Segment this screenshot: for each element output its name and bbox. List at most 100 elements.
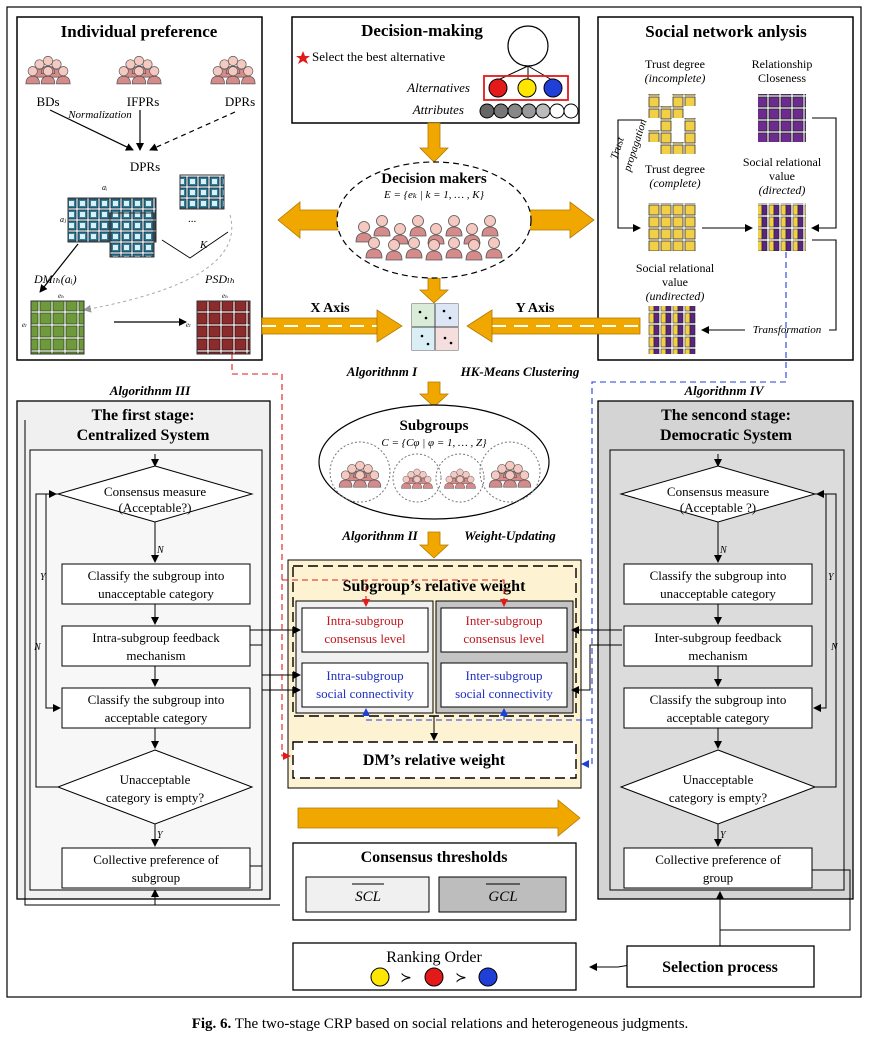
stage2-panel: The sencond stage: Democratic System Con… (597, 400, 854, 900)
trust-incomplete-matrix (648, 94, 696, 154)
stage2-classify-unacc-1: Classify the subgroup into (650, 568, 787, 583)
rank-yellow-circle (370, 967, 390, 987)
gcl-label: GCL (488, 889, 517, 905)
caption-text: The two-stage CRP based on social relati… (234, 1016, 689, 1032)
x-axis-arrow: X Axis (261, 301, 403, 343)
decision-makers-title: Decision makers (381, 171, 487, 187)
decision-makers-formula: E = {eₖ | k = 1, … , K} (383, 189, 485, 201)
dm-matrix (30, 300, 85, 355)
stage1-panel: The first stage: Centralized System Cons… (16, 400, 271, 900)
stage2-y-loop-label: Y (828, 572, 835, 583)
stage1-y-label: Y (157, 830, 164, 841)
stage1-n-label: N (156, 545, 165, 556)
stage-connectors (24, 420, 851, 971)
individual-title: Individual preference (61, 22, 218, 41)
srv-directed-matrix (758, 203, 806, 251)
stage1-classify-unacc-2: unacceptable category (98, 586, 214, 601)
algorithm1-name: Algorithnm I (346, 364, 418, 379)
stage2-classify-acc-2: acceptable category (667, 710, 770, 725)
intra-consensus-1: Intra-subgroup (326, 613, 403, 628)
decision-makers-ellipse: Decision makers E = {eₖ | k = 1, … , K} (336, 161, 532, 279)
alternatives-label: Alternatives (406, 80, 470, 95)
arrow-down-decision (419, 122, 449, 163)
rel-closeness-label: Relationship (752, 57, 813, 71)
clustering-plot-icon (411, 303, 459, 351)
rank-red-circle (424, 967, 444, 987)
arrow-right-dm (529, 201, 595, 239)
dm-label: DMₗₕ(aᵢ) (33, 272, 77, 286)
stage1-title-1: The first stage: (91, 407, 194, 424)
intra-social-1: Intra-subgroup (326, 668, 403, 683)
star-icon (296, 51, 310, 64)
prec-2: ≻ (455, 971, 467, 986)
srv-undirected-label: Social relational (636, 261, 715, 275)
consensus-thresholds-panel: Consensus thresholds SCL GCL (292, 842, 577, 921)
closeness-matrix (758, 94, 806, 142)
trust-complete-label: Trust degree (645, 162, 705, 176)
stage2-y-label: Y (720, 830, 727, 841)
selection-title: Selection process (662, 959, 778, 976)
srv-undirected-value: value (662, 275, 688, 289)
crp-diagram: Individual preference BDs IFPRs DPRs Nor… (6, 6, 862, 998)
ranking-title: Ranking Order (386, 949, 482, 966)
dm-el-label: eₗ (22, 321, 27, 329)
stage1-feedback-2: mechanism (126, 648, 185, 663)
algorithm2-name: Algorithnm II (341, 528, 418, 543)
stage1-empty-2: category is empty? (106, 790, 204, 805)
rel-closeness-sub: Closeness (758, 71, 806, 85)
social-title: Social network anlysis (645, 22, 807, 41)
goal-node (507, 25, 549, 67)
red-dashed-to-inter (282, 579, 508, 607)
dots-label: ... (188, 213, 197, 225)
select-label: Select the best alternative (312, 49, 445, 64)
y-axis-label: Y Axis (516, 301, 555, 316)
trust-complete-sub: (complete) (649, 176, 700, 190)
subgroups-formula: C = {Cφ | φ = 1, … , Z} (381, 437, 487, 449)
inter-social-2: social connectivity (455, 686, 553, 701)
psd-matrix (196, 300, 251, 355)
stage1-feedback-1: Intra-subgroup feedback (92, 630, 220, 645)
stage1-classify-acc-1: Classify the subgroup into (88, 692, 225, 707)
stage2-consensus-1: Consensus measure (667, 484, 769, 499)
stage1-collective-1: Collective preference of (93, 852, 219, 867)
alternatives-box (483, 75, 569, 101)
attribute-circles (479, 103, 579, 119)
psd-eh-label: eₕ (222, 292, 228, 300)
srv-directed-label: Social relational (743, 155, 822, 169)
srv-undirected-matrix (648, 306, 696, 354)
decision-making-panel: Decision-making Select the best alternat… (291, 16, 580, 124)
stage1-consensus-2: (Acceptable?) (119, 500, 192, 515)
stage2-n-loop-label: N (830, 642, 839, 653)
algorithm2-desc: Weight-Updating (464, 528, 556, 543)
dprs-label: DPRs (130, 159, 160, 174)
srv-directed-value: value (769, 169, 795, 183)
stage2-title-1: The sencond stage: (661, 407, 791, 424)
dprs-top-label: DPRs (225, 94, 255, 109)
transformation-label: Transformation (753, 324, 822, 336)
alt-blue-circle (543, 78, 563, 98)
bds-label: BDs (36, 94, 59, 109)
thresholds-title: Consensus thresholds (361, 849, 508, 866)
srv-undirected-sub: (undirected) (646, 289, 705, 303)
decision-title: Decision-making (361, 21, 483, 40)
stage2-classify-acc-1: Classify the subgroup into (650, 692, 787, 707)
blue-dashed-to-intra (362, 708, 592, 721)
k-label: K (199, 239, 208, 251)
stage2-feedback-1: Inter-subgroup feedback (654, 630, 782, 645)
ranking-order-panel: Ranking Order ≻ ≻ (292, 942, 577, 991)
stage1-classify-acc-2: acceptable category (105, 710, 208, 725)
subgroups-title: Subgroups (400, 418, 469, 434)
dm-eh-label: eₕ (58, 292, 64, 300)
dm-weight-title: DM’s relative weight (363, 752, 506, 769)
arrow-down-alg1 (418, 381, 450, 408)
individual-preference-panel: Individual preference BDs IFPRs DPRs Nor… (16, 16, 263, 361)
stage1-collective-2: subgroup (132, 870, 180, 885)
dpr-matrix-2 (109, 212, 155, 258)
normalization-label: Normalization (67, 109, 132, 121)
ifprs-label: IFPRs (127, 94, 160, 109)
stage2-collective-2: group (703, 870, 733, 885)
stage2-n-label: N (719, 545, 728, 556)
psd-label: PSDₗₕ (204, 272, 235, 286)
dpr-matrix-3 (179, 174, 225, 210)
social-network-panel: Social network anlysis Trust degree (inc… (597, 16, 854, 361)
